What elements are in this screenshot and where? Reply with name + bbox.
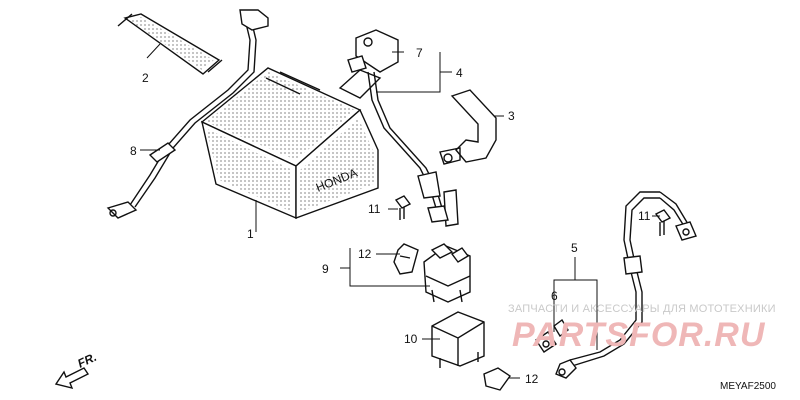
callout-4: 4	[456, 66, 463, 80]
callout-10: 10	[404, 332, 418, 346]
fuse-box	[423, 243, 471, 303]
callout-12-upper: 12	[358, 247, 372, 261]
callout-8: 8	[130, 144, 137, 158]
front-label: FR.	[75, 350, 98, 371]
fuse-box-cover	[431, 311, 485, 368]
bolt-upper	[394, 195, 412, 220]
callout-2: 2	[142, 71, 149, 85]
callout-3: 3	[508, 109, 515, 123]
starter-cable	[535, 191, 697, 379]
negative-cable	[106, 9, 269, 219]
fuse-upper	[393, 243, 419, 275]
watermark-logo: PARTSFOR.RU	[512, 316, 766, 354]
callout-7: 7	[416, 46, 423, 60]
leader-lines	[140, 43, 660, 379]
callout-11-right: 11	[638, 209, 651, 223]
diagram-code: MEYAF2500	[720, 381, 776, 392]
callout-12-lower: 12	[525, 372, 539, 386]
callout-9: 9	[322, 262, 329, 276]
battery-band	[117, 13, 223, 75]
callouts: 1 2 3 4 5 6 7 8 9 10 11 11 12 12	[130, 46, 651, 386]
callout-5: 5	[571, 241, 578, 255]
front-direction-arrow: FR.	[54, 350, 99, 390]
fuse-lower	[483, 367, 511, 391]
bracket	[439, 89, 497, 165]
callout-11-upper: 11	[368, 202, 381, 216]
battery: HONDA	[200, 67, 382, 220]
positive-cable-assembly	[347, 29, 459, 227]
callout-1: 1	[247, 227, 254, 241]
watermark-caption: ЗАПЧАСТИ И АКСЕССУАРЫ ДЛЯ МОТОТЕХНИКИ	[508, 303, 776, 315]
bolt-right	[654, 209, 672, 236]
callout-6: 6	[551, 289, 558, 303]
